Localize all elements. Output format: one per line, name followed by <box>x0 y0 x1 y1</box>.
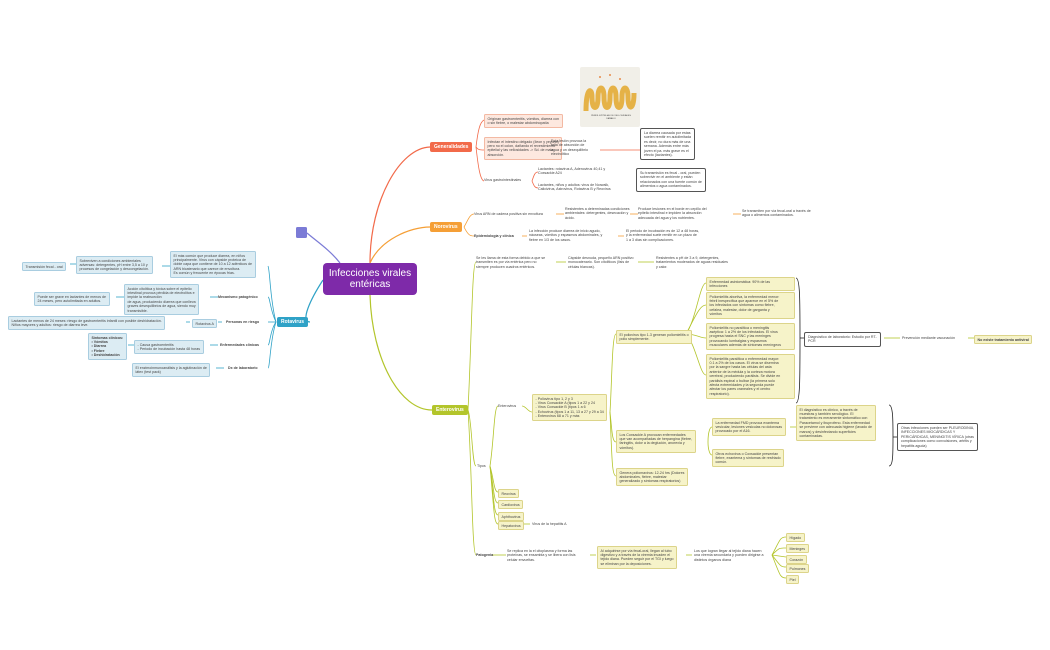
coxsackie-a-note[interactable]: Los Coxsackie A provocan enfermedades qu… <box>616 430 696 453</box>
gen-note-3[interactable]: Esta lesión provoca la falta de absorció… <box>551 139 588 157</box>
rota-enfermedades-label[interactable]: Enfermedades clínicas <box>220 343 259 347</box>
rota-note-1[interactable]: El más común que produce diarrea, en niñ… <box>170 251 256 279</box>
rota-note-5[interactable]: - Causa gastroenteritis - Periodo de inc… <box>134 340 204 354</box>
entero-subtype-enterovirus[interactable]: Enterovirus <box>498 404 517 408</box>
rota-note-2[interactable]: Sobreviven a condiciones ambientales adv… <box>76 256 153 275</box>
gen-note-2[interactable]: Infectan el intestino delgado (íleon y y… <box>484 137 563 160</box>
entero-polio-note[interactable]: El poliovirus tipo 1-3 generan poliomiel… <box>616 330 693 344</box>
subtype-hepatovirus[interactable]: Hepatovirus <box>498 521 525 531</box>
rota-riesgo-note[interactable]: Lactantes de menos de 24 meses: riesgo d… <box>8 316 166 330</box>
polio-diagnostico[interactable]: Diagnóstico de laboratorio: Estudio por … <box>804 332 881 347</box>
color-swatch-icon[interactable] <box>296 227 307 238</box>
rota-dx-label[interactable]: Dx de laboratorio <box>228 366 258 370</box>
rota-transmision[interactable]: Transmisión fecal - oral <box>22 262 67 272</box>
patogenia-note-1[interactable]: Se replica en la el citoplasma y forma l… <box>507 549 576 562</box>
entero-note-2[interactable]: Cápside desnuda, pequeño ARN positivo mo… <box>568 256 634 269</box>
villi-icon <box>583 74 637 112</box>
polio-paralitica[interactable]: Poliomielitis paralítica o enfermedad ma… <box>706 354 795 399</box>
branch-enterovirus[interactable]: Enterovirus <box>432 405 468 415</box>
rota-note-3[interactable]: Acción citolítica y tóxica sobre el epit… <box>124 284 200 316</box>
otros-echovirus[interactable]: Otros echovirus o Coxsackie presentan fi… <box>712 449 785 468</box>
organ-corazon[interactable]: Corazón <box>786 555 807 565</box>
branch-rotavirus[interactable]: Rotavirus <box>277 317 309 327</box>
entero-patogenia-label[interactable]: Patogenia <box>476 553 494 557</box>
polio-abortiva[interactable]: Poliomielitis abortiva, la enfermedad me… <box>706 292 795 320</box>
patogenia-note-2[interactable]: Al adquirirse por vía fecal-oral, llegan… <box>597 546 678 569</box>
rota-note-4[interactable]: Puede ser grave en lactantes de menos de… <box>34 292 110 306</box>
polio-tratamiento[interactable]: No existe tratamiento antiviral <box>974 335 1033 345</box>
rota-note-6[interactable]: El enzimoinmunoanálisis y la aglutinació… <box>132 363 211 377</box>
gen-note-4[interactable]: La diarrea causada por estas suelen remi… <box>640 128 695 161</box>
fmd-diagnostico[interactable]: El diagnóstico es clínico, a través de m… <box>796 405 876 441</box>
rota-mecanismo-label[interactable]: Mecanismo patogénico <box>218 295 258 299</box>
entero-tipos-label[interactable]: Tipos <box>477 464 486 468</box>
subtype-aphthovirus[interactable]: Aphthovirus <box>498 512 524 522</box>
noro-note-3[interactable]: Produce lesiones en el borde en cepillo … <box>638 207 707 220</box>
branch-generalidades[interactable]: Generalidades <box>430 142 473 152</box>
organ-higado[interactable]: Hígado <box>786 533 805 543</box>
central-topic-title: Infecciones virales entéricas <box>328 268 412 290</box>
gen-note-1[interactable]: Originan gastroenteritis, vómitos, diarr… <box>484 114 563 128</box>
organ-piel[interactable]: Piel <box>786 575 799 585</box>
noro-note-4[interactable]: Se transmiten por vía fecal-oral a travé… <box>742 209 811 218</box>
poliomavirus-note[interactable]: Genera poliomavirus: 12-24 hrs (Dolores … <box>616 468 688 487</box>
subtype-cardiovirus[interactable]: Cardiovirus <box>498 500 524 510</box>
entero-types-list[interactable]: - Poliovirus tipo 1, 2 y 3 - Virus Coxsa… <box>532 394 608 422</box>
organ-meninges[interactable]: Meninges <box>786 544 809 554</box>
hepatitis-a-note[interactable]: Virus de la hepatitis A <box>532 522 567 526</box>
patogenia-note-3[interactable]: Los que logran llegar al tejido diana ha… <box>694 549 764 562</box>
noro-note-1[interactable]: Virus ARN de cadena positiva sin envoltu… <box>474 212 543 216</box>
noro-note-6[interactable]: El periodo de incubación es de 12 a 48 h… <box>626 229 700 242</box>
gen-note-8[interactable]: Su transmisión es fecal - oral, pueden s… <box>636 168 706 192</box>
central-topic[interactable]: Infecciones virales entéricas <box>323 263 417 295</box>
rota-sintomas[interactable]: Síntomas clínicos: • Vómitos • Diarrea •… <box>88 333 127 361</box>
entero-note-1[interactable]: Se les llama de esta forma debido a que … <box>476 256 546 269</box>
gen-note-7[interactable]: Lactantes, niños y adultos: virus de Nor… <box>538 183 611 192</box>
noro-note-2[interactable]: Resistentes a determinadas condiciones a… <box>565 207 630 220</box>
noro-note-5[interactable]: La infección produce diarrea de inicio a… <box>529 229 603 242</box>
branch-norovirus[interactable]: Norovirus <box>430 222 462 232</box>
organ-pulmones[interactable]: Pulmones <box>786 564 809 574</box>
rota-riesgo-label[interactable]: Personas en riesgo <box>226 320 260 324</box>
illustration-caption: PERFIL EPITELIAL DE VELLOSIDADES DAÑADO <box>591 115 631 120</box>
otras-infecciones[interactable]: Otras infecciones pueden ser PLEURODINIA… <box>897 423 979 452</box>
fmd-note[interactable]: La enfermedad FMD provoca exantema vesic… <box>712 418 786 437</box>
polio-asintomatica[interactable]: Enfermedad asintomática: 90% de las infe… <box>706 277 795 291</box>
rota-a-label[interactable]: Rotavirus A <box>192 319 218 329</box>
intestinal-villi-illustration: PERFIL EPITELIAL DE VELLOSIDADES DAÑADO <box>580 67 640 127</box>
gen-note-5[interactable]: Virus gastrointestinales <box>484 178 522 182</box>
noro-epidemiologia-label[interactable]: Epidemiología y clínica <box>474 234 514 238</box>
entero-note-3[interactable]: Resistentes a pH de 3 a 9, detergentes, … <box>656 256 728 269</box>
polio-no-paralitica[interactable]: Poliomielitis no paralítica o meningitis… <box>706 323 795 351</box>
gen-note-6[interactable]: Lactantes: rotavirus A, Adenovirus 40,41… <box>538 167 606 176</box>
subtype-reovirus[interactable]: Reovirus <box>498 489 520 499</box>
polio-prevencion[interactable]: Prevención mediante vacunación <box>902 336 955 340</box>
